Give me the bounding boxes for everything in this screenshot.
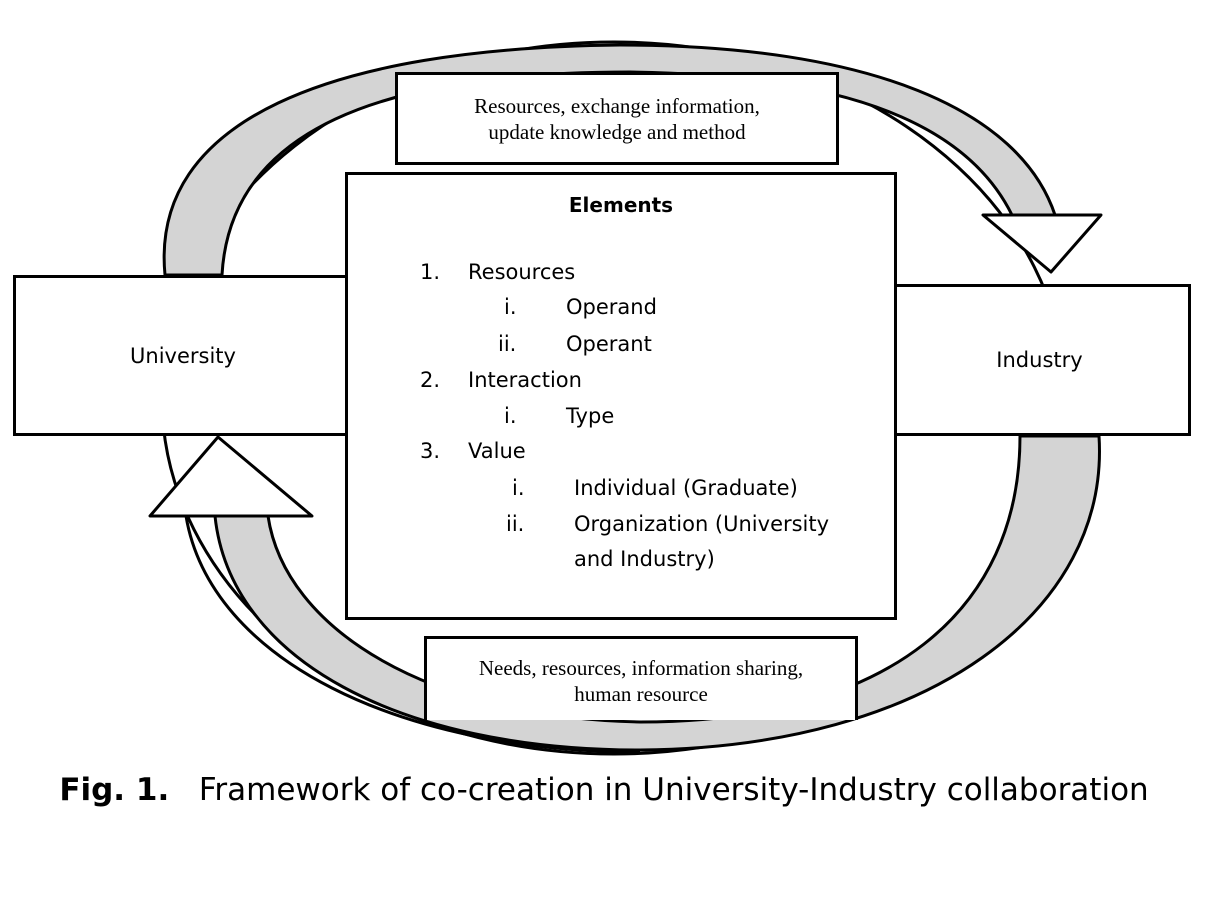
left-arrowhead xyxy=(148,435,314,518)
top-note-line-1: Resources, exchange information, xyxy=(474,93,760,118)
top-note-line-2: update knowledge and method xyxy=(488,119,746,144)
industry-label: Industry xyxy=(996,348,1083,372)
item-2-number: 2. xyxy=(420,368,441,392)
item-3-label: Value xyxy=(468,439,526,463)
left-arrow-body xyxy=(184,515,641,754)
right-arrowhead xyxy=(981,213,1103,274)
item-2-sub-1-number: i. xyxy=(504,404,517,428)
item-2-label: Interaction xyxy=(468,368,582,392)
bottom-note-line-2: human resource xyxy=(574,682,708,706)
item-1-sub-1-label: Operand xyxy=(566,295,657,319)
top-flow-note: Resources, exchange information, update … xyxy=(395,72,839,165)
elements-panel: Elements 1. Resources i. Operand ii. Ope… xyxy=(345,172,897,620)
item-1-sub-2-number: ii. xyxy=(498,332,517,356)
university-label: University xyxy=(130,343,236,368)
industry-node: Industry xyxy=(888,284,1191,436)
item-2-sub-1-label: Type xyxy=(566,404,615,428)
figure-caption-text: Framework of co-creation in University-I… xyxy=(198,772,1149,808)
item-3-sub-1-label: Individual (Graduate) xyxy=(574,476,798,500)
item-3-number: 3. xyxy=(420,439,441,463)
elements-title: Elements xyxy=(568,193,674,217)
item-3-sub-2-number: ii. xyxy=(506,512,525,536)
item-1-sub-1-number: i. xyxy=(504,295,517,319)
item-3-sub-2-label: Organization (University xyxy=(574,512,830,536)
item-3-sub-1-number: i. xyxy=(512,476,525,500)
bottom-note-line-1: Needs, resources, information sharing, xyxy=(478,656,804,680)
item-3-sub-2-label-cont: and Industry) xyxy=(574,547,715,571)
item-1-label: Resources xyxy=(468,260,576,284)
bottom-flow-note: Needs, resources, information sharing, h… xyxy=(424,636,858,720)
item-1-sub-2-label: Operant xyxy=(566,332,652,356)
university-node: University xyxy=(13,275,353,436)
item-1-number: 1. xyxy=(420,260,441,284)
figure-label: Fig. 1. xyxy=(59,772,170,808)
figure-caption: Fig. 1. Framework of co-creation in Univ… xyxy=(0,772,1208,808)
